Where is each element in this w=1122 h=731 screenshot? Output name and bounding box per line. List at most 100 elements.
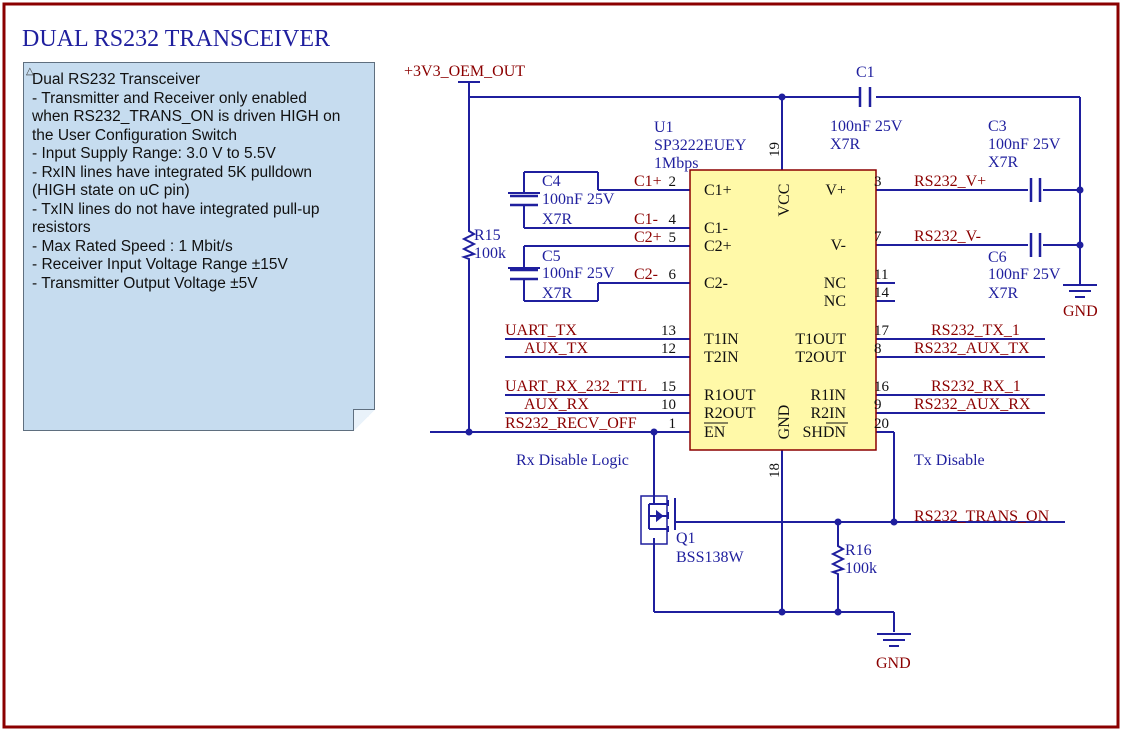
svg-text:EN: EN — [704, 424, 726, 441]
junction-dots — [465, 93, 1084, 616]
svg-text:RS232_V-: RS232_V- — [914, 228, 981, 245]
svg-text:18: 18 — [767, 463, 783, 478]
svg-text:5: 5 — [669, 230, 677, 246]
gnd-label-1: GND — [1063, 303, 1098, 320]
c4-ref: C4 — [542, 173, 561, 190]
svg-text:R2OUT: R2OUT — [704, 405, 756, 422]
c4-dielectric: X7R — [542, 211, 573, 228]
note-fold-corner — [353, 409, 375, 431]
c4-value: 100nF 25V — [542, 191, 615, 208]
svg-text:7: 7 — [874, 229, 882, 245]
svg-text:9: 9 — [874, 397, 882, 413]
svg-text:T2OUT: T2OUT — [795, 349, 846, 366]
note-line: (HIGH state on uC pin) — [32, 182, 190, 199]
q1-ref: Q1 — [676, 530, 696, 547]
svg-text:VCC: VCC — [776, 184, 793, 217]
svg-text:R2IN: R2IN — [810, 405, 846, 422]
svg-text:T2IN: T2IN — [704, 349, 739, 366]
c1-value: 100nF 25V — [830, 118, 903, 135]
note-heading: Dual RS232 Transceiver — [32, 71, 200, 88]
svg-text:SHDN: SHDN — [802, 424, 846, 441]
svg-text:1: 1 — [669, 416, 677, 432]
note-line: - Input Supply Range: 3.0 V to 5.5V — [32, 145, 276, 162]
wires — [430, 81, 1081, 632]
svg-text:C2-: C2- — [634, 266, 658, 283]
notes-panel: △ Dual RS232 Transceiver - Transmitter a… — [23, 62, 375, 431]
schematic-title: DUAL RS232 TRANSCEIVER — [22, 26, 330, 52]
r15-resistor — [460, 228, 477, 262]
c5-ref: C5 — [542, 248, 561, 265]
svg-text:RS232_AUX_RX: RS232_AUX_RX — [914, 396, 1031, 413]
r16-resistor — [829, 543, 846, 576]
note-marker-icon: △ — [26, 66, 34, 77]
u1-speed: 1Mbps — [654, 155, 698, 172]
svg-text:14: 14 — [874, 285, 890, 301]
svg-text:NC: NC — [824, 275, 846, 292]
svg-text:T1IN: T1IN — [704, 331, 739, 348]
svg-text:AUX_RX: AUX_RX — [524, 396, 589, 413]
svg-text:RS232_V+: RS232_V+ — [914, 173, 986, 190]
r15-ref: R15 — [474, 227, 501, 244]
svg-text:8: 8 — [874, 341, 882, 357]
r16-value: 100k — [845, 560, 877, 577]
svg-text:C1-: C1- — [634, 211, 658, 228]
svg-text:19: 19 — [767, 142, 783, 157]
c3-value: 100nF 25V — [988, 136, 1061, 153]
svg-text:10: 10 — [661, 397, 676, 413]
note-line: - RxIN lines have integrated 5K pulldown — [32, 163, 313, 181]
svg-text:T1OUT: T1OUT — [795, 331, 846, 348]
c3-dielectric: X7R — [988, 154, 1019, 171]
u1-part: SP3222EUEY — [654, 137, 747, 154]
gnd-label-2: GND — [876, 655, 911, 672]
svg-text:11: 11 — [874, 267, 888, 283]
svg-text:20: 20 — [874, 416, 889, 432]
svg-text:C1-: C1- — [704, 220, 728, 237]
note-line: when RS232_TRANS_ON is driven HIGH on — [32, 108, 341, 125]
capacitor-symbols — [510, 87, 1042, 281]
svg-text:RS232_TX_1: RS232_TX_1 — [931, 322, 1020, 339]
svg-text:C1+: C1+ — [704, 182, 732, 199]
svg-text:R1OUT: R1OUT — [704, 387, 756, 404]
c1-dielectric: X7R — [830, 136, 861, 153]
c6-value: 100nF 25V — [988, 266, 1061, 283]
svg-text:15: 15 — [661, 379, 676, 395]
svg-text:V+: V+ — [825, 182, 846, 199]
svg-text:6: 6 — [669, 267, 677, 283]
svg-text:UART_TX: UART_TX — [505, 322, 577, 339]
gnd-symbol-2 — [877, 633, 911, 647]
rx-disable-annotation: Rx Disable Logic — [516, 452, 629, 469]
svg-text:C2+: C2+ — [634, 229, 662, 246]
r16-ref: R16 — [845, 542, 872, 559]
note-line: - Transmitter Output Voltage ±5V — [32, 274, 258, 292]
svg-text:4: 4 — [669, 212, 677, 228]
svg-text:RS232_TRANS_ON: RS232_TRANS_ON — [914, 508, 1050, 525]
r15-value: 100k — [474, 245, 506, 262]
note-line: the User Configuration Switch — [32, 126, 238, 144]
svg-text:GND: GND — [776, 405, 793, 440]
c5-dielectric: X7R — [542, 285, 573, 302]
note-line: - Transmitter and Receiver only enabled — [32, 89, 307, 107]
note-line: - Max Rated Speed : 1 Mbit/s — [32, 237, 233, 255]
svg-text:17: 17 — [874, 323, 890, 339]
svg-text:13: 13 — [661, 323, 676, 339]
note-line: - TxIN lines do not have integrated pull… — [32, 200, 320, 218]
component-labels: C1 100nF 25V X7R C3 100nF 25V X7R C6 100… — [474, 64, 1061, 577]
note-line: - Receiver Input Voltage Range ±15V — [32, 256, 288, 273]
u1-pin-numbers: 2 4 5 6 13 12 15 10 1 3 7 11 14 17 8 16 … — [661, 142, 890, 478]
svg-text:2: 2 — [669, 174, 677, 190]
svg-text:RS232_RX_1: RS232_RX_1 — [931, 378, 1021, 395]
svg-text:AUX_TX: AUX_TX — [524, 340, 588, 357]
u1-pin-names: C1+ C1- C2+ C2- T1IN T2IN R1OUT R2OUT EN… — [704, 182, 846, 441]
svg-text:C2-: C2- — [704, 275, 728, 292]
c3-ref: C3 — [988, 118, 1007, 135]
c1-ref: C1 — [856, 64, 875, 81]
supply-net-label: +3V3_OEM_OUT — [404, 63, 525, 80]
svg-text:R1IN: R1IN — [810, 387, 846, 404]
svg-text:RS232_AUX_TX: RS232_AUX_TX — [914, 340, 1030, 357]
svg-text:C2+: C2+ — [704, 238, 732, 255]
tx-disable-annotation: Tx Disable — [914, 452, 985, 469]
q1-part: BSS138W — [676, 549, 744, 566]
svg-text:NC: NC — [824, 293, 846, 310]
